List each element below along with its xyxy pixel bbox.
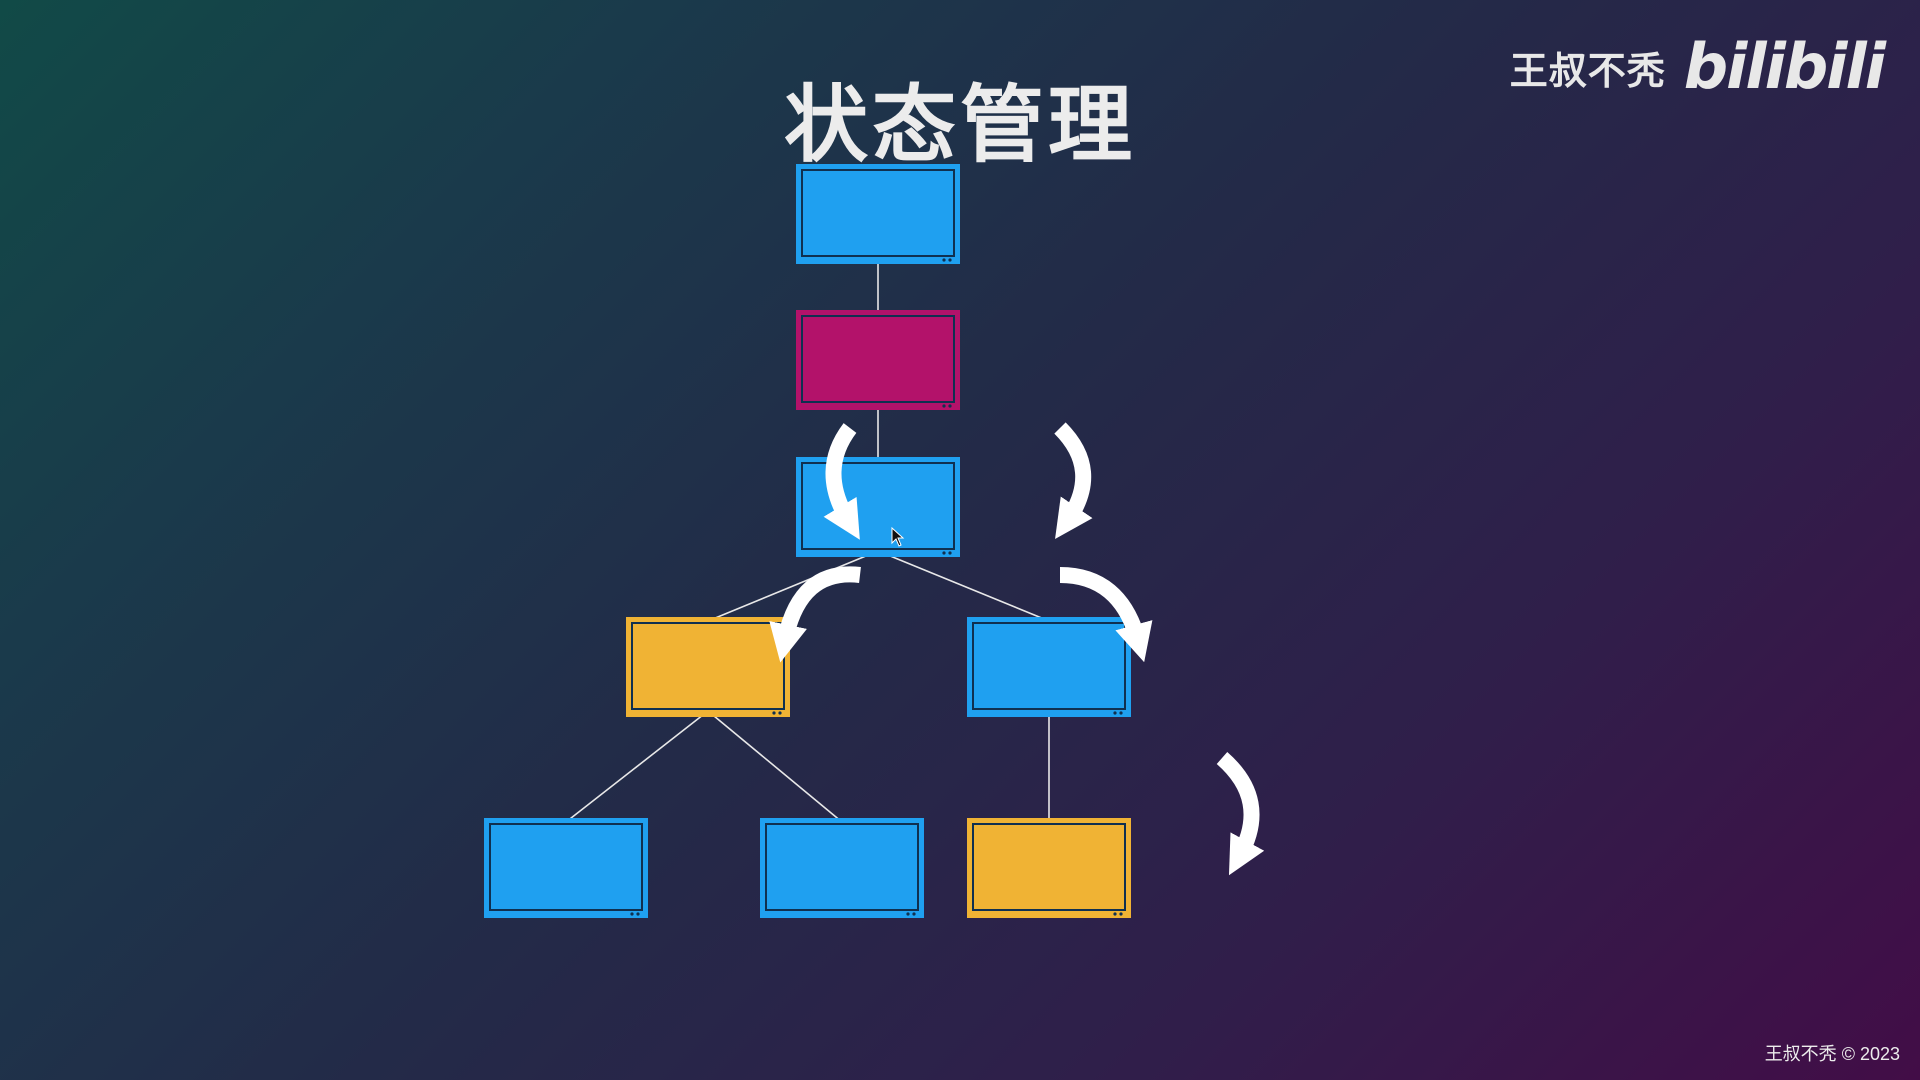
connector-left-branch-leaf-1 bbox=[565, 710, 709, 823]
slide-title: 状态管理 bbox=[783, 76, 1136, 174]
flow-arrow-right-branch-to-leaf-3 bbox=[1216, 751, 1265, 876]
node-left-branch bbox=[626, 617, 790, 717]
node-root bbox=[796, 164, 960, 264]
channel-name: 王叔不秃 bbox=[1509, 48, 1666, 93]
bilibili-logo: bilibili bbox=[1683, 30, 1886, 103]
node-leaf-2 bbox=[760, 818, 924, 918]
node-leaf-1 bbox=[484, 818, 648, 918]
node-leaf-3 bbox=[967, 818, 1131, 918]
flow-arrow-middle-to-right-branch bbox=[1059, 567, 1153, 663]
node-right-branch bbox=[967, 617, 1131, 717]
connector-middle-right-branch bbox=[877, 550, 1050, 622]
node-state-holder bbox=[796, 310, 960, 410]
node-middle bbox=[796, 457, 960, 557]
connector-middle-left-branch bbox=[707, 550, 879, 622]
connector-left-branch-leaf-2 bbox=[707, 710, 843, 823]
copyright-footer: 王叔不秃 © 2023 bbox=[1764, 1044, 1900, 1064]
watermark: 王叔不秃 bilibili bbox=[1509, 30, 1886, 103]
flow-arrow-state-holder-to-middle-right bbox=[1054, 422, 1093, 540]
flow-arrow-middle-to-left-branch bbox=[769, 566, 861, 663]
flow-arrow-state-holder-to-middle-left bbox=[823, 423, 860, 540]
mouse-cursor-icon bbox=[891, 527, 905, 547]
